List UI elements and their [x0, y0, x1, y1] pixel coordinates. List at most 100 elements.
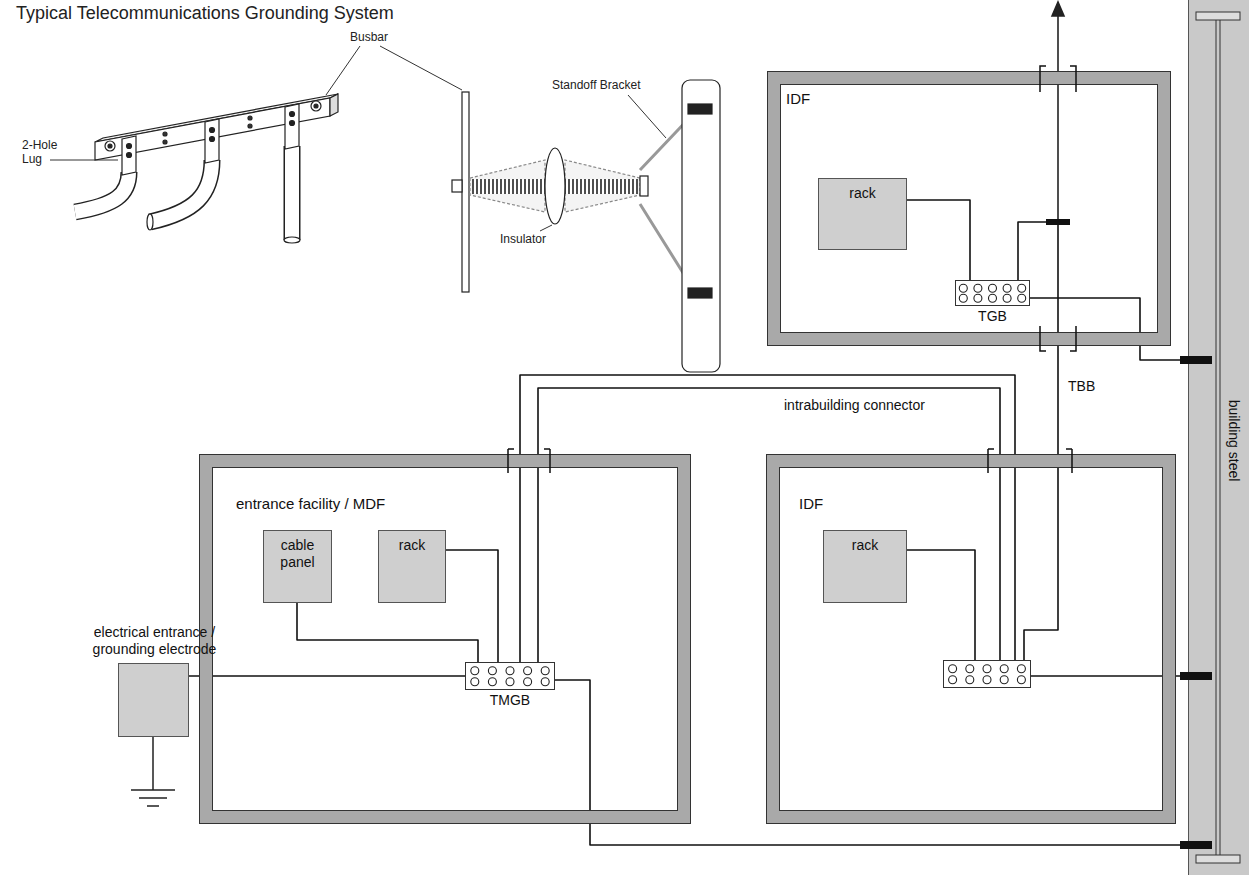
- ground-conductor: [907, 200, 970, 280]
- busbar-illustration: [105, 141, 115, 151]
- ground-conductor: [907, 550, 975, 660]
- busbar-illustration: [127, 144, 132, 149]
- busbar-holes: [471, 667, 479, 675]
- busbar-holes: [966, 665, 974, 673]
- standoff-illustration: [462, 92, 469, 292]
- leader-line: [50, 46, 666, 231]
- leader-line: [326, 46, 360, 95]
- node-text: IDF: [786, 90, 810, 107]
- busbar-holes: [466, 663, 554, 689]
- busbar-holes: [974, 294, 982, 302]
- wall-sleeve: [508, 66, 1076, 473]
- leader-line: [628, 95, 666, 138]
- leader-line: [380, 46, 462, 90]
- busbar-holes: [949, 676, 957, 684]
- busbar-holes: [541, 667, 549, 675]
- busbar-holes: [989, 284, 997, 292]
- leader-line: [540, 225, 552, 231]
- busbar-holes: [1017, 676, 1025, 684]
- busbar-illustration: [290, 112, 295, 117]
- busbar-holes: [506, 667, 514, 675]
- busbar-holes: [541, 678, 549, 686]
- diagram-title: Typical Telecommunications Grounding Sys…: [16, 2, 394, 24]
- busbar-illustration: [122, 136, 136, 175]
- standoff-illustration: [452, 180, 462, 192]
- tbb-riser: [1052, 2, 1064, 222]
- room-outline: cable panelrackTMGBentrance facility / M…: [200, 455, 690, 823]
- part-label: 2-Hole Lug: [22, 138, 70, 166]
- node-text: TGB: [956, 308, 1029, 324]
- busbar-illustration: [290, 121, 295, 126]
- node-text: rack: [827, 537, 903, 554]
- node-text: IDF: [799, 495, 823, 512]
- equipment-box: rack: [378, 530, 446, 603]
- busbar-illustration: [248, 116, 252, 120]
- cable: [150, 160, 212, 222]
- busbar-holes: [524, 678, 532, 686]
- equipment-box: cable panel: [263, 530, 332, 603]
- busbar-holes: [488, 667, 496, 675]
- busbar-holes: [974, 284, 982, 292]
- ground-busbar: [943, 660, 1031, 688]
- busbar-holes: [1017, 665, 1025, 673]
- busbar-illustration: [311, 101, 321, 111]
- standoff-illustration: [688, 288, 712, 298]
- ground-busbar: TGB: [955, 280, 1030, 306]
- busbar-holes: [966, 676, 974, 684]
- busbar-holes: [1003, 284, 1011, 292]
- node-text: entrance facility / MDF: [236, 495, 385, 512]
- busbar-holes: [983, 665, 991, 673]
- standoff-illustration: [682, 80, 720, 372]
- standoff-illustration: [688, 104, 712, 114]
- busbar-holes: [956, 281, 1029, 305]
- busbar-illustration: [205, 119, 219, 163]
- busbar-holes: [1018, 294, 1026, 302]
- cable: [284, 146, 301, 240]
- busbar-holes: [983, 676, 991, 684]
- busbar-holes: [989, 294, 997, 302]
- i-beam: [1196, 12, 1240, 20]
- busbar-holes: [1018, 284, 1026, 292]
- room-outline: rackTGB IDF: [768, 72, 1170, 345]
- cable: [285, 146, 299, 240]
- busbar-illustration: [127, 153, 132, 158]
- standoff-illustration: [640, 176, 648, 196]
- tbb-riser: [1052, 2, 1064, 16]
- standoff-illustration: [472, 179, 545, 194]
- standoff-illustration: [470, 160, 545, 212]
- busbar-holes: [1000, 676, 1008, 684]
- part-label: Standoff Bracket: [552, 78, 641, 92]
- node-text: building steel: [1225, 381, 1242, 501]
- busbar-holes: [471, 678, 479, 686]
- cable: [75, 146, 300, 243]
- i-beam: [1216, 20, 1220, 855]
- cable: [75, 172, 129, 212]
- electrical-entrance-box: electrical entrance / grounding electrod…: [118, 663, 189, 737]
- standoff-illustration: [565, 160, 640, 212]
- busbar-holes: [488, 678, 496, 686]
- connector-label: intrabuilding connector: [782, 397, 927, 413]
- busbar-illustration: [163, 140, 167, 144]
- node-text: rack: [822, 185, 903, 202]
- node-text: rack: [382, 537, 442, 554]
- standoff-illustration: [565, 179, 638, 194]
- busbar-holes: [949, 665, 957, 673]
- ground-conductor: [1018, 222, 1058, 660]
- building-steel-band: building steel: [1188, 0, 1249, 875]
- busbar-holes: [506, 678, 514, 686]
- cable: [284, 237, 300, 243]
- connector-label: TBB: [1066, 378, 1097, 394]
- busbar-illustration: [285, 104, 299, 149]
- busbar-holes: [1000, 665, 1008, 673]
- busbar-holes: [524, 667, 532, 675]
- busbar-illustration: [330, 94, 338, 116]
- part-label: Insulator: [500, 232, 546, 246]
- ground-symbol: [131, 737, 175, 806]
- bonding-tap: [1046, 219, 1070, 225]
- busbar-holes: [1003, 294, 1011, 302]
- cable: [147, 214, 153, 230]
- part-label: Busbar: [350, 30, 388, 44]
